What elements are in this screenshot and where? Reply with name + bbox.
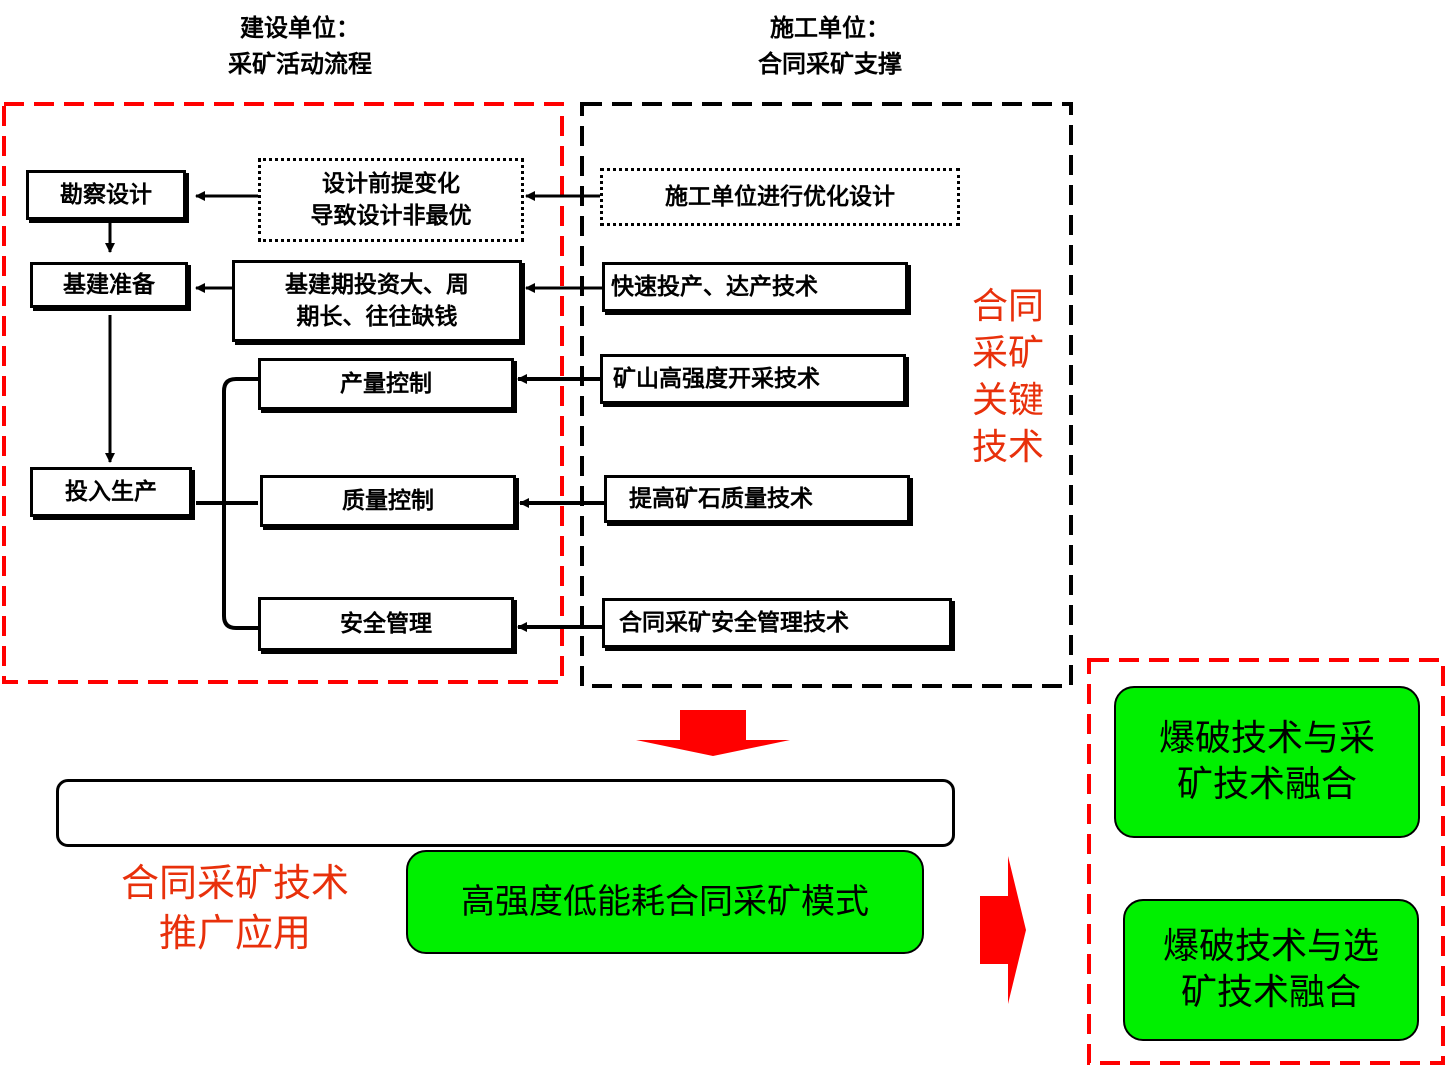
promotion-line2: 推广应用 <box>158 911 311 955</box>
survey-design-label: 勘察设计 <box>60 182 152 208</box>
owner-process-frame <box>2 102 564 684</box>
key-tech-line2: 采矿 <box>971 333 1044 374</box>
quality-control-label: 质量控制 <box>342 488 434 514</box>
infrastructure-box: 基建准备 <box>30 262 188 308</box>
output-control-label: 产量控制 <box>340 371 432 397</box>
mining-mode-box: 高强度低能耗合同采矿模式 <box>406 850 924 954</box>
key-tech-line3: 关键 <box>971 380 1044 421</box>
high-intensity-label: 矿山高强度开采技术 <box>613 366 820 392</box>
mining-mode-label: 高强度低能耗合同采矿模式 <box>461 882 869 922</box>
blasting-mining-line2: 矿技术融合 <box>1176 764 1357 805</box>
production-box: 投入生产 <box>30 467 192 517</box>
fast-production-label: 快速投产、达产技术 <box>611 274 818 300</box>
empty-bar <box>56 779 955 847</box>
optimize-design-box: 施工单位进行优化设计 <box>600 168 960 226</box>
promotion-label: 合同采矿技术 推广应用 <box>90 858 380 958</box>
blasting-mining-box: 爆破技术与采 矿技术融合 <box>1114 686 1420 838</box>
owner-header-line2: 采矿活动流程 <box>228 50 372 78</box>
survey-design-box: 勘察设计 <box>26 170 186 220</box>
investment-line2: 期长、往往缺钱 <box>296 304 458 330</box>
safety-tech-label: 合同采矿安全管理技术 <box>619 610 849 636</box>
investment-line1: 基建期投资大、周 <box>285 272 469 298</box>
safety-management-label: 安全管理 <box>340 611 432 637</box>
high-intensity-box: 矿山高强度开采技术 <box>600 354 906 404</box>
fast-production-box: 快速投产、达产技术 <box>602 262 908 312</box>
right-red-arrow <box>980 856 1026 1004</box>
production-label: 投入生产 <box>65 479 157 505</box>
design-change-box: 设计前提变化 导致设计非最优 <box>258 158 524 242</box>
key-tech-line1: 合同 <box>971 286 1044 327</box>
owner-header-line1: 建设单位： <box>240 14 360 42</box>
blasting-processing-box: 爆破技术与选 矿技术融合 <box>1123 899 1419 1041</box>
down-red-arrow <box>636 710 790 756</box>
blasting-processing-line2: 矿技术融合 <box>1180 972 1361 1013</box>
safety-management-box: 安全管理 <box>258 597 514 651</box>
contractor-header: 施工单位： 合同采矿支撑 <box>700 10 960 82</box>
blasting-processing-line1: 爆破技术与选 <box>1162 926 1379 967</box>
owner-header: 建设单位： 采矿活动流程 <box>170 10 430 82</box>
quality-control-box: 质量控制 <box>260 475 516 527</box>
optimize-design-label: 施工单位进行优化设计 <box>665 184 895 210</box>
investment-box: 基建期投资大、周 期长、往往缺钱 <box>232 260 522 342</box>
contractor-support-frame <box>580 102 1073 688</box>
key-tech-line4: 技术 <box>971 427 1044 468</box>
output-control-box: 产量控制 <box>258 358 514 410</box>
ore-quality-box: 提高矿石质量技术 <box>604 475 910 523</box>
contractor-header-line1: 施工单位： <box>770 14 890 42</box>
key-tech-label: 合同 采矿 关键 技术 <box>958 283 1058 471</box>
design-change-line1: 设计前提变化 <box>322 171 460 197</box>
design-change-line2: 导致设计非最优 <box>310 203 472 229</box>
ore-quality-label: 提高矿石质量技术 <box>629 486 813 512</box>
blasting-mining-line1: 爆破技术与采 <box>1158 718 1375 759</box>
infrastructure-label: 基建准备 <box>63 272 155 298</box>
promotion-line1: 合同采矿技术 <box>120 861 349 905</box>
integration-frame <box>1087 658 1445 1065</box>
production-brace <box>196 377 258 630</box>
safety-tech-box: 合同采矿安全管理技术 <box>602 598 952 648</box>
contractor-header-line2: 合同采矿支撑 <box>758 50 902 78</box>
